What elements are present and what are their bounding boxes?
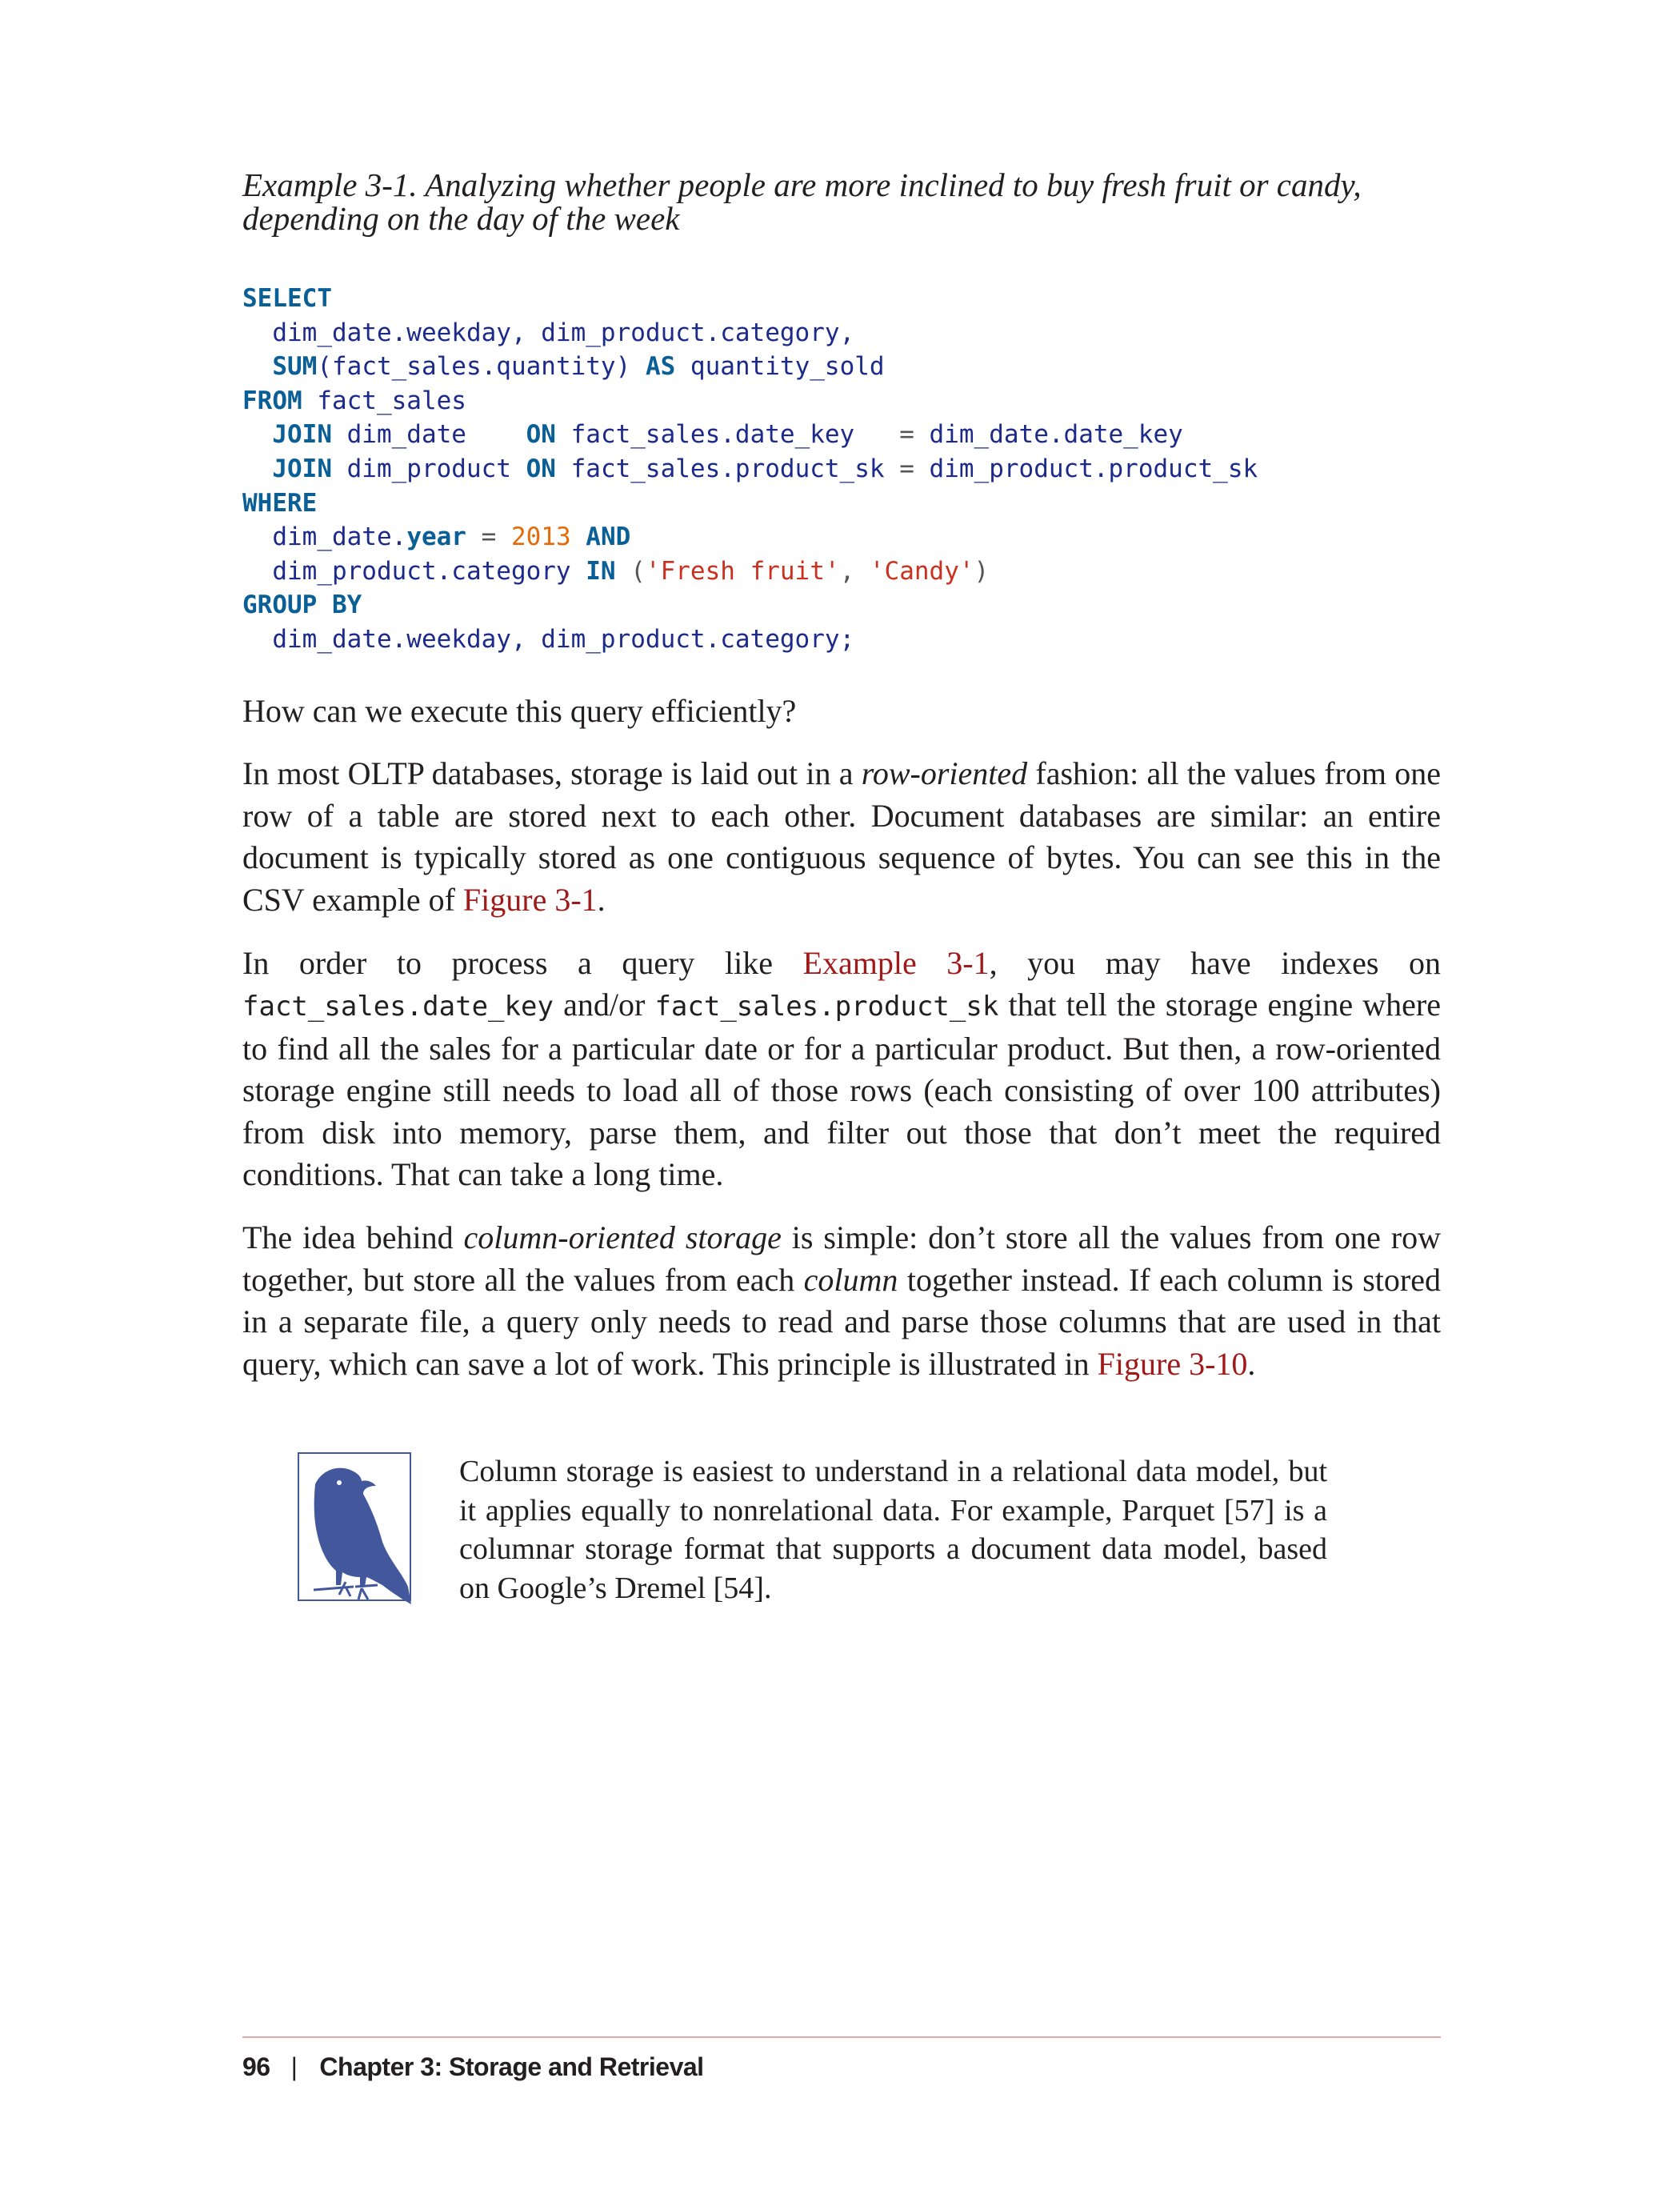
paragraph: In order to process a query like Example… <box>242 943 1441 1197</box>
code-operator: = <box>899 454 914 483</box>
page-number: 96 <box>242 2052 270 2081</box>
paragraph-text: . <box>597 881 606 918</box>
code-operator: = <box>466 522 511 552</box>
example-3-1-link[interactable]: Example 3-1 <box>802 944 990 981</box>
paragraph: The idea behind column-oriented storage … <box>242 1217 1441 1385</box>
code-keyword: GROUP BY <box>242 591 362 620</box>
code-text: fact_sales.date_key <box>555 420 900 450</box>
bird-icon <box>298 1452 411 1605</box>
paragraph-text: , you may have indexes on <box>989 944 1441 981</box>
paragraph-text: and/or <box>553 987 655 1023</box>
example-caption: Example 3-1. Analyzing whether people ar… <box>242 168 1441 235</box>
example-caption-line-1: Example 3-1. Analyzing whether people ar… <box>242 166 1362 203</box>
paragraph-text: In order to process a query like <box>242 944 803 981</box>
note-box: Column storage is easiest to understand … <box>242 1452 1441 1612</box>
code-line: WHERE <box>242 486 1441 521</box>
code-line: SELECT <box>242 282 1441 316</box>
code-text: dim_date.date_key <box>914 420 1183 450</box>
figure-3-10-link[interactable]: Figure 3-10 <box>1097 1345 1248 1382</box>
code-keyword: JOIN <box>272 454 332 483</box>
code-keyword: IN <box>586 556 616 586</box>
code-text: fact_sales <box>302 386 466 415</box>
code-operator: = <box>899 420 914 450</box>
paragraph-text: that tell the storage engine where to fi… <box>242 987 1441 1193</box>
footer-divider <box>242 2036 1441 2038</box>
inline-code: fact_sales.date_key <box>242 991 554 1023</box>
code-keyword: FROM <box>242 386 302 415</box>
code-line: dim_product.category IN ('Fresh fruit', … <box>242 555 1441 589</box>
code-text: dim_date. <box>242 522 407 552</box>
footer-separator: | <box>290 2052 298 2081</box>
code-line: JOIN dim_product ON fact_sales.product_s… <box>242 452 1441 486</box>
paragraph-text: In most OLTP databases, storage is laid … <box>242 755 862 792</box>
code-text: dim_product.category <box>242 556 586 586</box>
note-text: Column storage is easiest to understand … <box>459 1455 1327 1605</box>
code-keyword: SUM <box>272 352 318 382</box>
code-text: (fact_sales.quantity) <box>317 352 646 382</box>
paragraph-text: fashion: all the values from one row of … <box>242 755 1441 918</box>
paragraph-text: The idea behind <box>242 1219 464 1256</box>
paragraph: In most OLTP databases, storage is laid … <box>242 753 1441 921</box>
code-text: quantity_sold <box>675 352 885 382</box>
code-text: dim_product.product_sk <box>914 454 1258 483</box>
code-text: fact_sales.product_sk <box>555 454 900 483</box>
sql-code-block: SELECT dim_date.weekday, dim_product.cat… <box>242 282 1441 657</box>
code-keyword: ON <box>526 420 556 450</box>
code-keyword: AS <box>645 352 676 382</box>
example-caption-line-2: depending on the day of the week <box>242 200 680 237</box>
code-operator: ) <box>974 556 990 586</box>
page-content: Example 3-1. Analyzing whether people ar… <box>242 168 1441 1612</box>
emphasis-text: row-oriented <box>861 755 1028 792</box>
code-keyword: ON <box>526 454 556 483</box>
emphasis-text: column-oriented storage <box>463 1219 782 1256</box>
code-text: dim_date <box>331 420 526 450</box>
code-line: SUM(fact_sales.quantity) AS quantity_sol… <box>242 350 1441 384</box>
code-keyword: AND <box>586 522 631 552</box>
code-string: 'Fresh fruit' <box>645 556 840 586</box>
code-string: 'Candy' <box>869 556 974 586</box>
chapter-title: Chapter 3: Storage and Retrieval <box>319 2052 704 2081</box>
code-keyword: SELECT <box>242 284 332 313</box>
paragraph-text: . <box>1247 1345 1256 1382</box>
paragraph-text: is simple: don’t store all the values fr… <box>242 1219 1442 1298</box>
code-number: 2013 <box>510 522 571 552</box>
code-text: dim_product <box>331 454 526 483</box>
code-line: dim_date.year = 2013 AND <box>242 520 1441 555</box>
paragraph: How can we execute this query efficientl… <box>242 692 797 729</box>
inline-code: fact_sales.product_sk <box>654 991 999 1023</box>
code-line: JOIN dim_date ON fact_sales.date_key = d… <box>242 418 1441 452</box>
code-operator: ( <box>615 556 646 586</box>
code-line: FROM fact_sales <box>242 384 1441 418</box>
page-footer: 96 | Chapter 3: Storage and Retrieval <box>242 2051 704 2083</box>
code-line: dim_date.weekday, dim_product.category; <box>242 624 855 654</box>
code-keyword: WHERE <box>242 488 318 518</box>
emphasis-text: column <box>803 1261 898 1298</box>
code-line: GROUP BY <box>242 588 1441 623</box>
figure-3-1-link[interactable]: Figure 3-1 <box>462 881 598 918</box>
code-keyword: JOIN <box>272 420 332 450</box>
code-line: dim_date.weekday, dim_product.category, <box>242 318 855 347</box>
code-keyword: year <box>406 522 466 552</box>
code-operator: , <box>839 556 870 586</box>
paragraph-text: together instead. If each col­umn is sto… <box>242 1261 1441 1382</box>
